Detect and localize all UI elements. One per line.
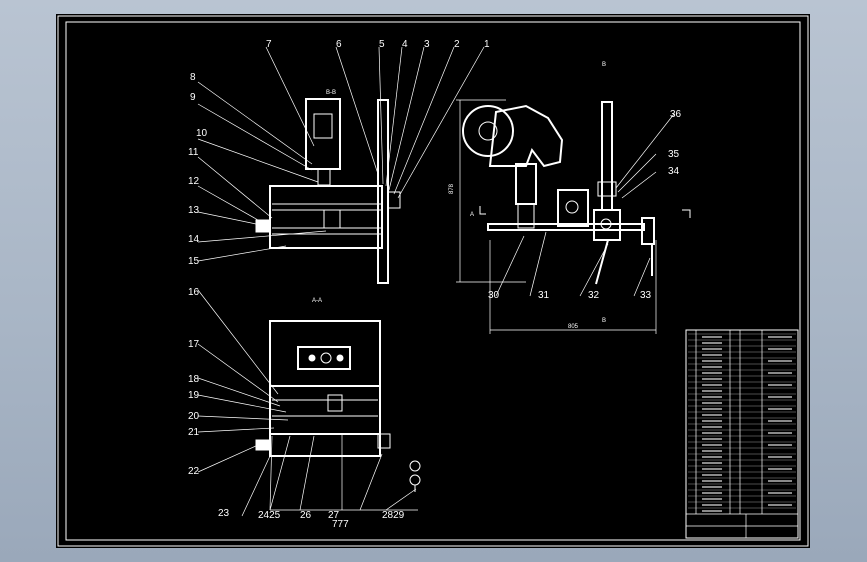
callout-9: 9 (190, 92, 196, 103)
leaders-front (495, 113, 675, 297)
dimension-width: 805 (568, 324, 579, 330)
callout-777: 777 (332, 519, 349, 530)
torch-holder (515, 163, 537, 205)
column-clamp (387, 191, 401, 209)
carriage-housing (269, 185, 383, 249)
callout-15: 15 (188, 256, 200, 267)
section-bb-view: B-B (255, 90, 401, 284)
callout-4: 4 (402, 39, 408, 50)
callout-31: 31 (538, 290, 550, 301)
callout-17: 17 (188, 339, 200, 350)
callout-5: 5 (379, 39, 385, 50)
arm-drive (557, 189, 589, 227)
callout-23: 23 (218, 508, 230, 519)
callout-11: 11 (188, 147, 199, 158)
callout-10: 10 (196, 128, 208, 139)
title-block (685, 329, 799, 539)
horizontal-arm (487, 223, 645, 231)
motor-base (317, 168, 331, 186)
callout-33: 33 (640, 290, 652, 301)
callout-18: 18 (188, 374, 200, 385)
gearbox-plate (297, 346, 351, 370)
dimension-height: 878 (449, 183, 455, 194)
section-aa-view: A-A (255, 298, 421, 492)
callouts: 1 2 3 4 5 6 7 8 9 10 11 12 13 14 15 16 1… (188, 39, 682, 530)
callout-27: 27 (328, 510, 340, 521)
callout-3: 3 (424, 39, 430, 50)
inner-frame (65, 21, 801, 541)
callout-26: 26 (300, 510, 312, 521)
slider-block (323, 209, 341, 229)
callout-32: 32 (588, 290, 600, 301)
view-mark-b-bottom: B (602, 318, 606, 324)
callout-2425: 2425 (258, 510, 281, 521)
callout-16: 16 (188, 287, 200, 298)
callout-34: 34 (668, 166, 680, 177)
callout-6: 6 (336, 39, 342, 50)
view-mark-a: A (470, 212, 474, 218)
motor-body (305, 98, 341, 170)
callout-12: 12 (188, 176, 200, 187)
cad-viewport[interactable]: B-B A-A (56, 14, 810, 548)
feeder-head (488, 104, 564, 168)
welding-torch (641, 217, 655, 245)
callout-35: 35 (668, 149, 680, 160)
base-plate (269, 433, 381, 457)
guide-body (269, 385, 381, 435)
engineering-drawing: B-B A-A (57, 15, 809, 547)
callout-8: 8 (190, 72, 196, 83)
callout-14: 14 (188, 234, 200, 245)
callout-22: 22 (188, 466, 200, 477)
callout-30: 30 (488, 290, 500, 301)
callout-2: 2 (454, 39, 460, 50)
callout-21: 21 (188, 427, 200, 438)
lead-screw-end (255, 219, 271, 233)
bom-rows (688, 333, 796, 512)
vertical-post (601, 101, 613, 211)
callout-13: 13 (188, 205, 200, 216)
motor-window (313, 113, 333, 139)
callout-1: 1 (484, 39, 490, 50)
callout-19: 19 (188, 390, 200, 401)
leaders-aa (197, 289, 418, 517)
view-mark-b-top: B (602, 62, 606, 68)
view-title-bb: B-B (326, 90, 336, 96)
leaders-bb (197, 46, 485, 262)
callout-2829: 2829 (382, 510, 405, 521)
handwheel (255, 439, 271, 451)
callout-7: 7 (266, 39, 272, 50)
callout-36: 36 (670, 109, 682, 120)
front-view: B B A 878 805 (449, 62, 691, 334)
view-title-aa: A-A (312, 298, 322, 304)
outer-frame (57, 15, 809, 547)
wire-spool (462, 105, 514, 157)
callout-20: 20 (188, 411, 200, 422)
